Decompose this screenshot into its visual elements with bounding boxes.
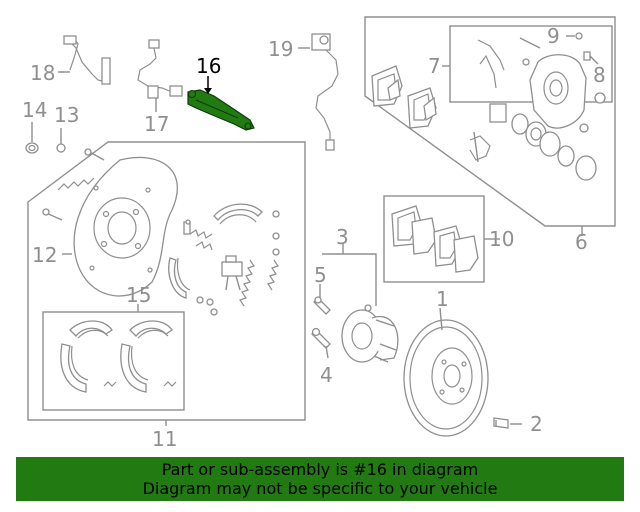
leader-arrow-16 (204, 88, 212, 94)
callout-17: 17 (144, 112, 169, 136)
backing-plate-part (73, 156, 178, 297)
callout-3: 3 (336, 225, 349, 249)
adjuster-assembly (221, 255, 243, 291)
wheel-speed-sensor-part (311, 33, 339, 151)
callout-16: 16 (196, 54, 221, 78)
callout-12: 12 (32, 243, 57, 267)
banner-part-line: Part or sub-assembly is #16 in diagram (161, 460, 479, 479)
caliper-group-box (364, 16, 616, 227)
bleeder-cap-part (25, 142, 39, 154)
callout-4: 4 (320, 363, 333, 387)
bleeder-screw-8-part (583, 51, 591, 61)
callout-2: 2 (530, 412, 543, 436)
bleeder-screw-part (56, 143, 66, 153)
bleeder-screw-9-part (575, 32, 583, 40)
callout-19: 19 (268, 37, 293, 61)
parking-brake-actuator-highlighted (187, 89, 255, 131)
callout-15: 15 (126, 283, 151, 307)
hub-bolt-lower-part (311, 327, 331, 349)
guide-pins-part (477, 37, 541, 89)
banner-disclaimer-line: Diagram may not be specific to your vehi… (142, 479, 498, 498)
caliper-seals-part (489, 103, 597, 181)
parking-shoe-kit-box (42, 311, 185, 411)
callout-14: 14 (22, 98, 47, 122)
callout-18: 18 (30, 61, 55, 85)
callout-13: 13 (54, 103, 79, 127)
brake-shoe-upper (213, 203, 263, 225)
pad-clips-part (469, 131, 491, 163)
wire-harness-part (137, 39, 183, 99)
brake-hose-part (60, 35, 111, 85)
callout-9: 9 (547, 24, 560, 48)
callout-8: 8 (593, 63, 606, 87)
return-springs (239, 259, 279, 307)
parking-shoe-kit-part (60, 320, 177, 393)
hub-bearing-part (341, 304, 399, 363)
backing-plate-group-box (27, 141, 306, 421)
hub-bolt-upper-part (313, 296, 331, 315)
callout-1: 1 (436, 287, 449, 311)
rotor-screw-part (493, 417, 509, 429)
callout-6: 6 (575, 230, 588, 254)
caliper-housing-part (529, 54, 606, 133)
caliper-inner-box (449, 25, 613, 103)
parts-diagram: 1 2 3 4 5 6 7 8 9 10 11 12 13 14 15 16 1… (22, 16, 616, 451)
callout-11: 11 (152, 427, 177, 451)
caliper-pads-part (371, 65, 437, 129)
small-hardware (196, 210, 280, 316)
callout-5: 5 (314, 263, 327, 287)
hold-down-springs (42, 148, 213, 251)
brake-pads-part (391, 205, 479, 273)
brake-shoe-lower (168, 257, 191, 299)
leader-lines (31, 35, 599, 426)
callout-10: 10 (489, 227, 514, 251)
info-banner: Part or sub-assembly is #16 in diagram D… (16, 457, 624, 501)
brake-rotor-part (403, 319, 489, 437)
callout-7: 7 (428, 54, 441, 78)
